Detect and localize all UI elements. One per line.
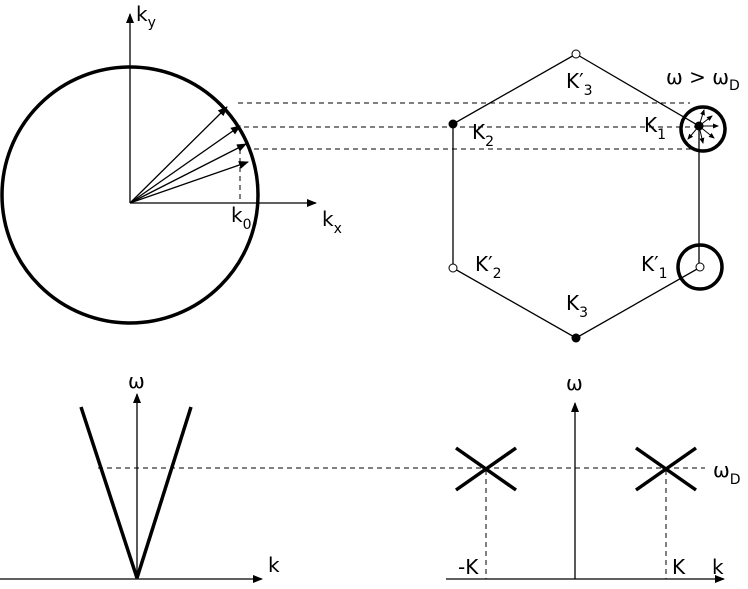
kx-label: kx xyxy=(322,207,342,237)
K1p-energy-circle xyxy=(676,243,724,291)
K1-energy-circle xyxy=(679,105,727,153)
brillouin-hexagon: ω > ωD K′3 K2 K1 K′2 K′1 K3 xyxy=(448,49,740,343)
omega-label-left: ω xyxy=(128,369,145,393)
K3-label: K3 xyxy=(566,291,588,321)
K1-label: K1 xyxy=(644,113,666,143)
K2-label: K2 xyxy=(472,120,494,150)
omega-condition-label: ω > ωD xyxy=(666,65,740,94)
fermi-circle-panel: ky kx k0 xyxy=(0,2,342,325)
k-vector-4 xyxy=(129,161,249,204)
K3-point xyxy=(571,333,581,343)
K3p-point xyxy=(571,49,581,59)
k-vector-3 xyxy=(129,143,247,204)
K3p-label: K′3 xyxy=(566,69,593,99)
k-label-left: k xyxy=(268,553,280,577)
K2p-point xyxy=(448,263,458,273)
k-vector-2 xyxy=(129,125,241,204)
k-vector-1 xyxy=(129,106,228,204)
K1p-point xyxy=(695,262,705,272)
cone-right-branch xyxy=(135,406,193,579)
projection-lines xyxy=(238,102,698,150)
K1p-label: K′1 xyxy=(641,252,668,282)
K2p-label: K′2 xyxy=(475,252,502,282)
K2-point xyxy=(448,119,458,129)
K1-point xyxy=(694,121,704,131)
omega-label-right: ω xyxy=(566,371,583,395)
k0-label: k0 xyxy=(231,203,252,233)
linear-dispersion-panel: ω k xyxy=(0,369,280,583)
posK-label: K xyxy=(672,555,686,579)
ky-label: ky xyxy=(136,2,156,31)
k-label-right: k xyxy=(712,555,724,579)
dirac-points-panel: ω k -K K ωD xyxy=(446,371,741,583)
dirac-cone-posK-branch-2 xyxy=(634,446,698,492)
dirac-cone-negK-branch-2 xyxy=(454,446,518,492)
omegaD-label: ωD xyxy=(713,458,741,488)
cone-left-branch xyxy=(79,406,139,579)
negK-label: -K xyxy=(458,555,479,579)
